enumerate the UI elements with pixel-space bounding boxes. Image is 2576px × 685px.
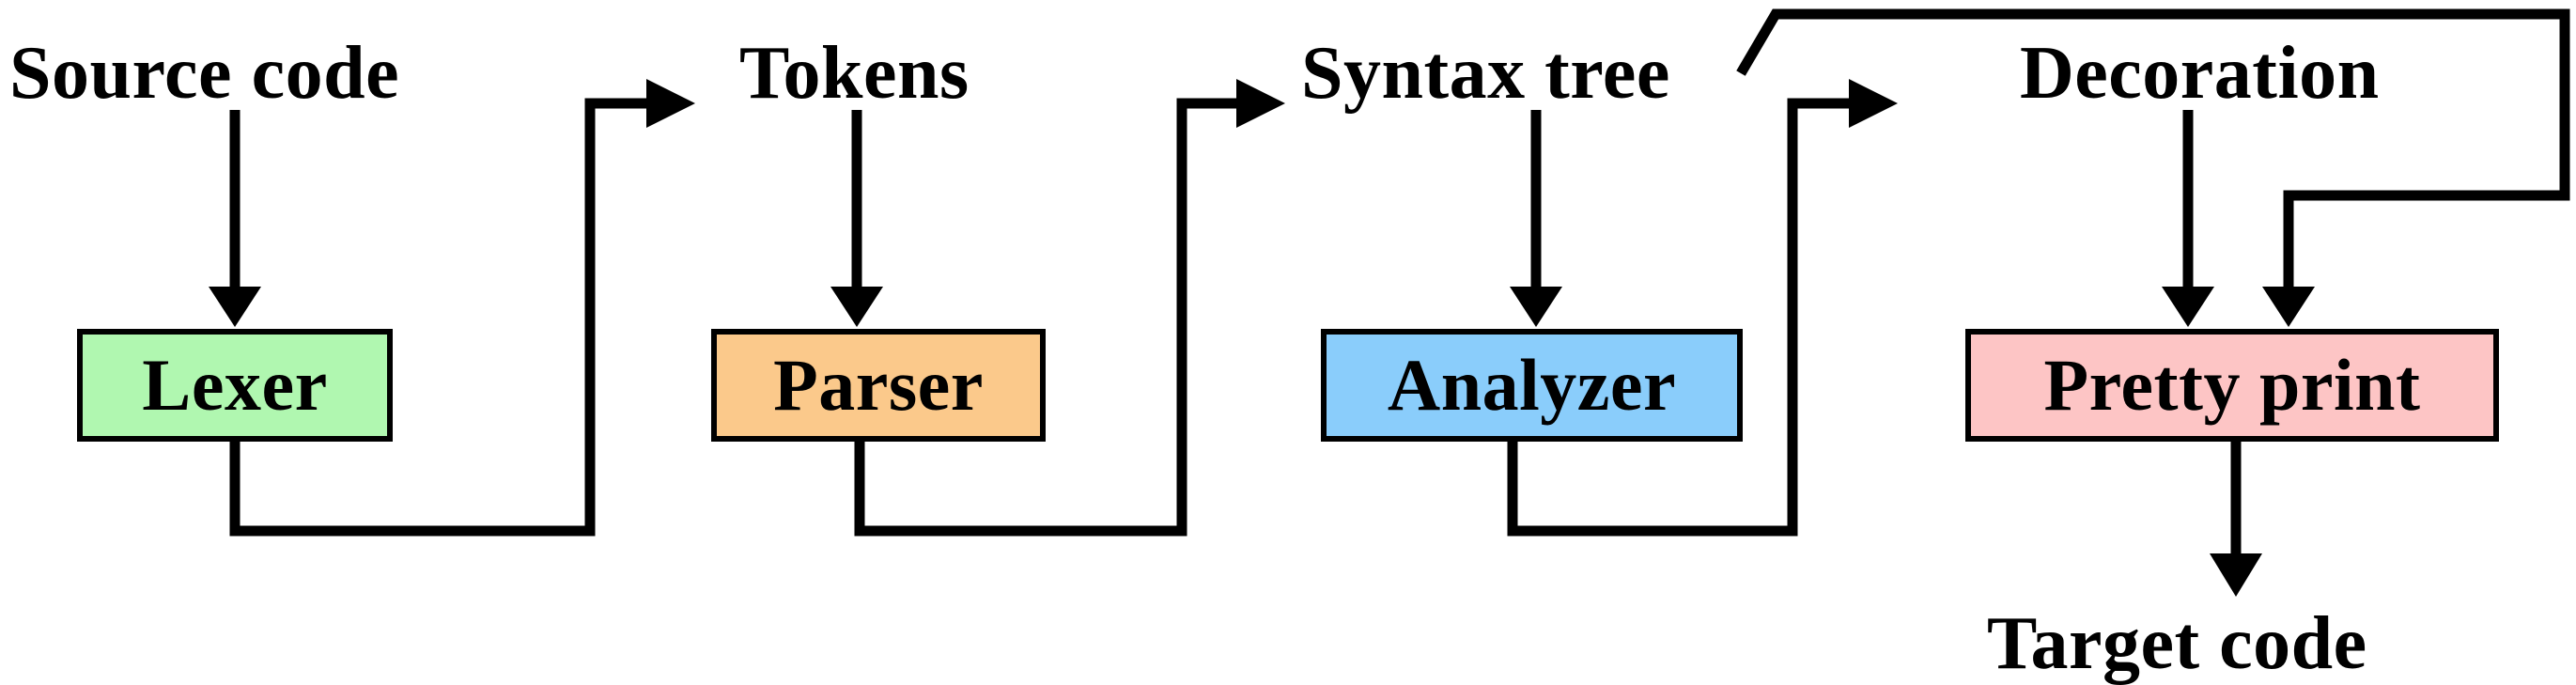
- data-label-syntax-tree: Syntax tree: [1301, 32, 1670, 115]
- connection-syntax-tree-feedback-to-pretty-print: [1736, 8, 2570, 327]
- stage-box-analyzer[interactable]: Analyzer: [1321, 329, 1743, 442]
- stage-box-parser[interactable]: Parser: [711, 329, 1046, 442]
- connection-lexer-to-tokens: [229, 79, 695, 537]
- connection-syntax-tree-to-analyzer: [1510, 110, 1562, 327]
- data-label-decoration: Decoration: [2020, 32, 2380, 115]
- stage-label-parser: Parser: [773, 344, 984, 426]
- stage-box-pretty-print[interactable]: Pretty print: [1965, 329, 2499, 442]
- stage-label-pretty-print: Pretty print: [2043, 344, 2421, 426]
- data-label-source-code: Source code: [9, 32, 400, 115]
- connection-decoration-to-pretty-print: [2162, 110, 2214, 327]
- data-label-target-code: Target code: [1987, 602, 2367, 685]
- data-label-tokens: Tokens: [739, 32, 970, 115]
- connection-tokens-to-parser: [830, 110, 883, 327]
- connection-pretty-print-to-target-code: [2210, 442, 2262, 597]
- stage-box-lexer[interactable]: Lexer: [77, 329, 393, 442]
- connection-analyzer-to-decoration: [1507, 79, 1898, 537]
- stage-label-analyzer: Analyzer: [1387, 344, 1677, 426]
- connection-parser-to-syntax-tree: [854, 79, 1285, 537]
- connection-source-to-lexer: [209, 110, 261, 327]
- stage-label-lexer: Lexer: [142, 344, 328, 426]
